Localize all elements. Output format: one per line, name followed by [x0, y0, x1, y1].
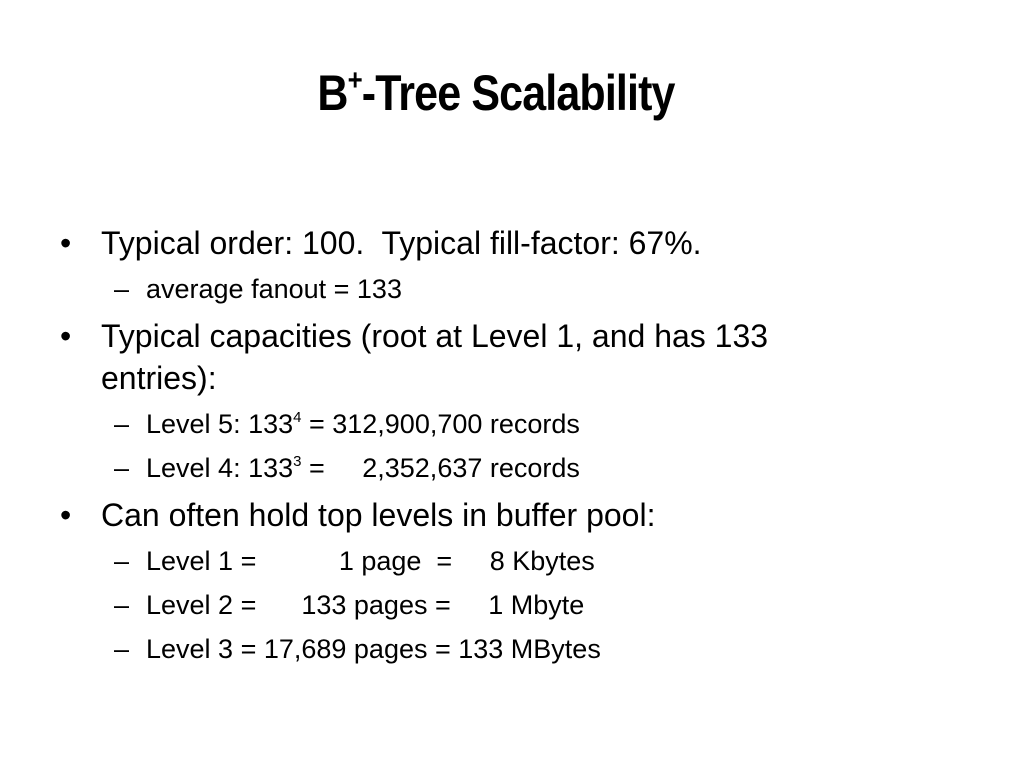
sub-bullet-text: Level 3 = 17,689 pages = 133 MBytes [146, 634, 601, 664]
sub-bullet-post: = 312,900,700 records [301, 409, 580, 439]
bullet-marker: • [60, 225, 72, 261]
dash-marker: – [114, 546, 130, 576]
title-main: B [317, 65, 348, 121]
bullet-item: • Can often hold top levels in buffer po… [0, 494, 1024, 536]
sub-bullet-text: Level 1 = 1 page = 8 Kbytes [146, 546, 595, 576]
bullet-text-line-1: Typical capacities (root at Level 1, and… [101, 318, 769, 354]
bullet-text-line-2: entries): [101, 360, 217, 396]
sub-bullet-post: = 2,352,637 records [301, 453, 580, 483]
title-rest: -Tree Scalability [361, 65, 676, 121]
bullet-list: • Typical order: 100. Typical fill-facto… [0, 222, 1024, 667]
dash-marker: – [114, 409, 130, 439]
dash-marker: – [114, 274, 130, 304]
title-superscript: + [347, 64, 363, 97]
dash-marker: – [114, 634, 130, 664]
sub-bullet-pre: Level 4: 133 [146, 453, 294, 483]
bullet-continuation: entries): [0, 357, 1024, 399]
exponent: 4 [293, 409, 302, 426]
sub-bullet-pre: Level 5: 133 [146, 409, 294, 439]
sub-bullet-item: – average fanout = 133 [0, 271, 1024, 307]
sub-bullet-item: – Level 4: 1333 = 2,352,637 records [0, 450, 1024, 486]
bullet-marker: • [60, 318, 72, 354]
bullet-item: • Typical order: 100. Typical fill-facto… [0, 222, 1024, 264]
exponent: 3 [293, 453, 302, 470]
slide-title: B+-Tree Scalability [69, 58, 922, 128]
dash-marker: – [114, 590, 130, 620]
sub-bullet-item: – Level 3 = 17,689 pages = 133 MBytes [0, 631, 1024, 667]
sub-bullet-item: – Level 2 = 133 pages = 1 Mbyte [0, 587, 1024, 623]
sub-bullet-text: average fanout = 133 [146, 274, 402, 304]
sub-bullet-item: – Level 1 = 1 page = 8 Kbytes [0, 543, 1024, 579]
bullet-text: Can often hold top levels in buffer pool… [101, 497, 656, 533]
bullet-marker: • [60, 497, 72, 533]
sub-bullet-item: – Level 5: 1334 = 312,900,700 records [0, 406, 1024, 442]
bullet-item: • Typical capacities (root at Level 1, a… [0, 315, 1024, 357]
sub-bullet-text: Level 2 = 133 pages = 1 Mbyte [146, 590, 585, 620]
bullet-text: Typical order: 100. Typical fill-factor:… [101, 225, 702, 261]
dash-marker: – [114, 453, 130, 483]
